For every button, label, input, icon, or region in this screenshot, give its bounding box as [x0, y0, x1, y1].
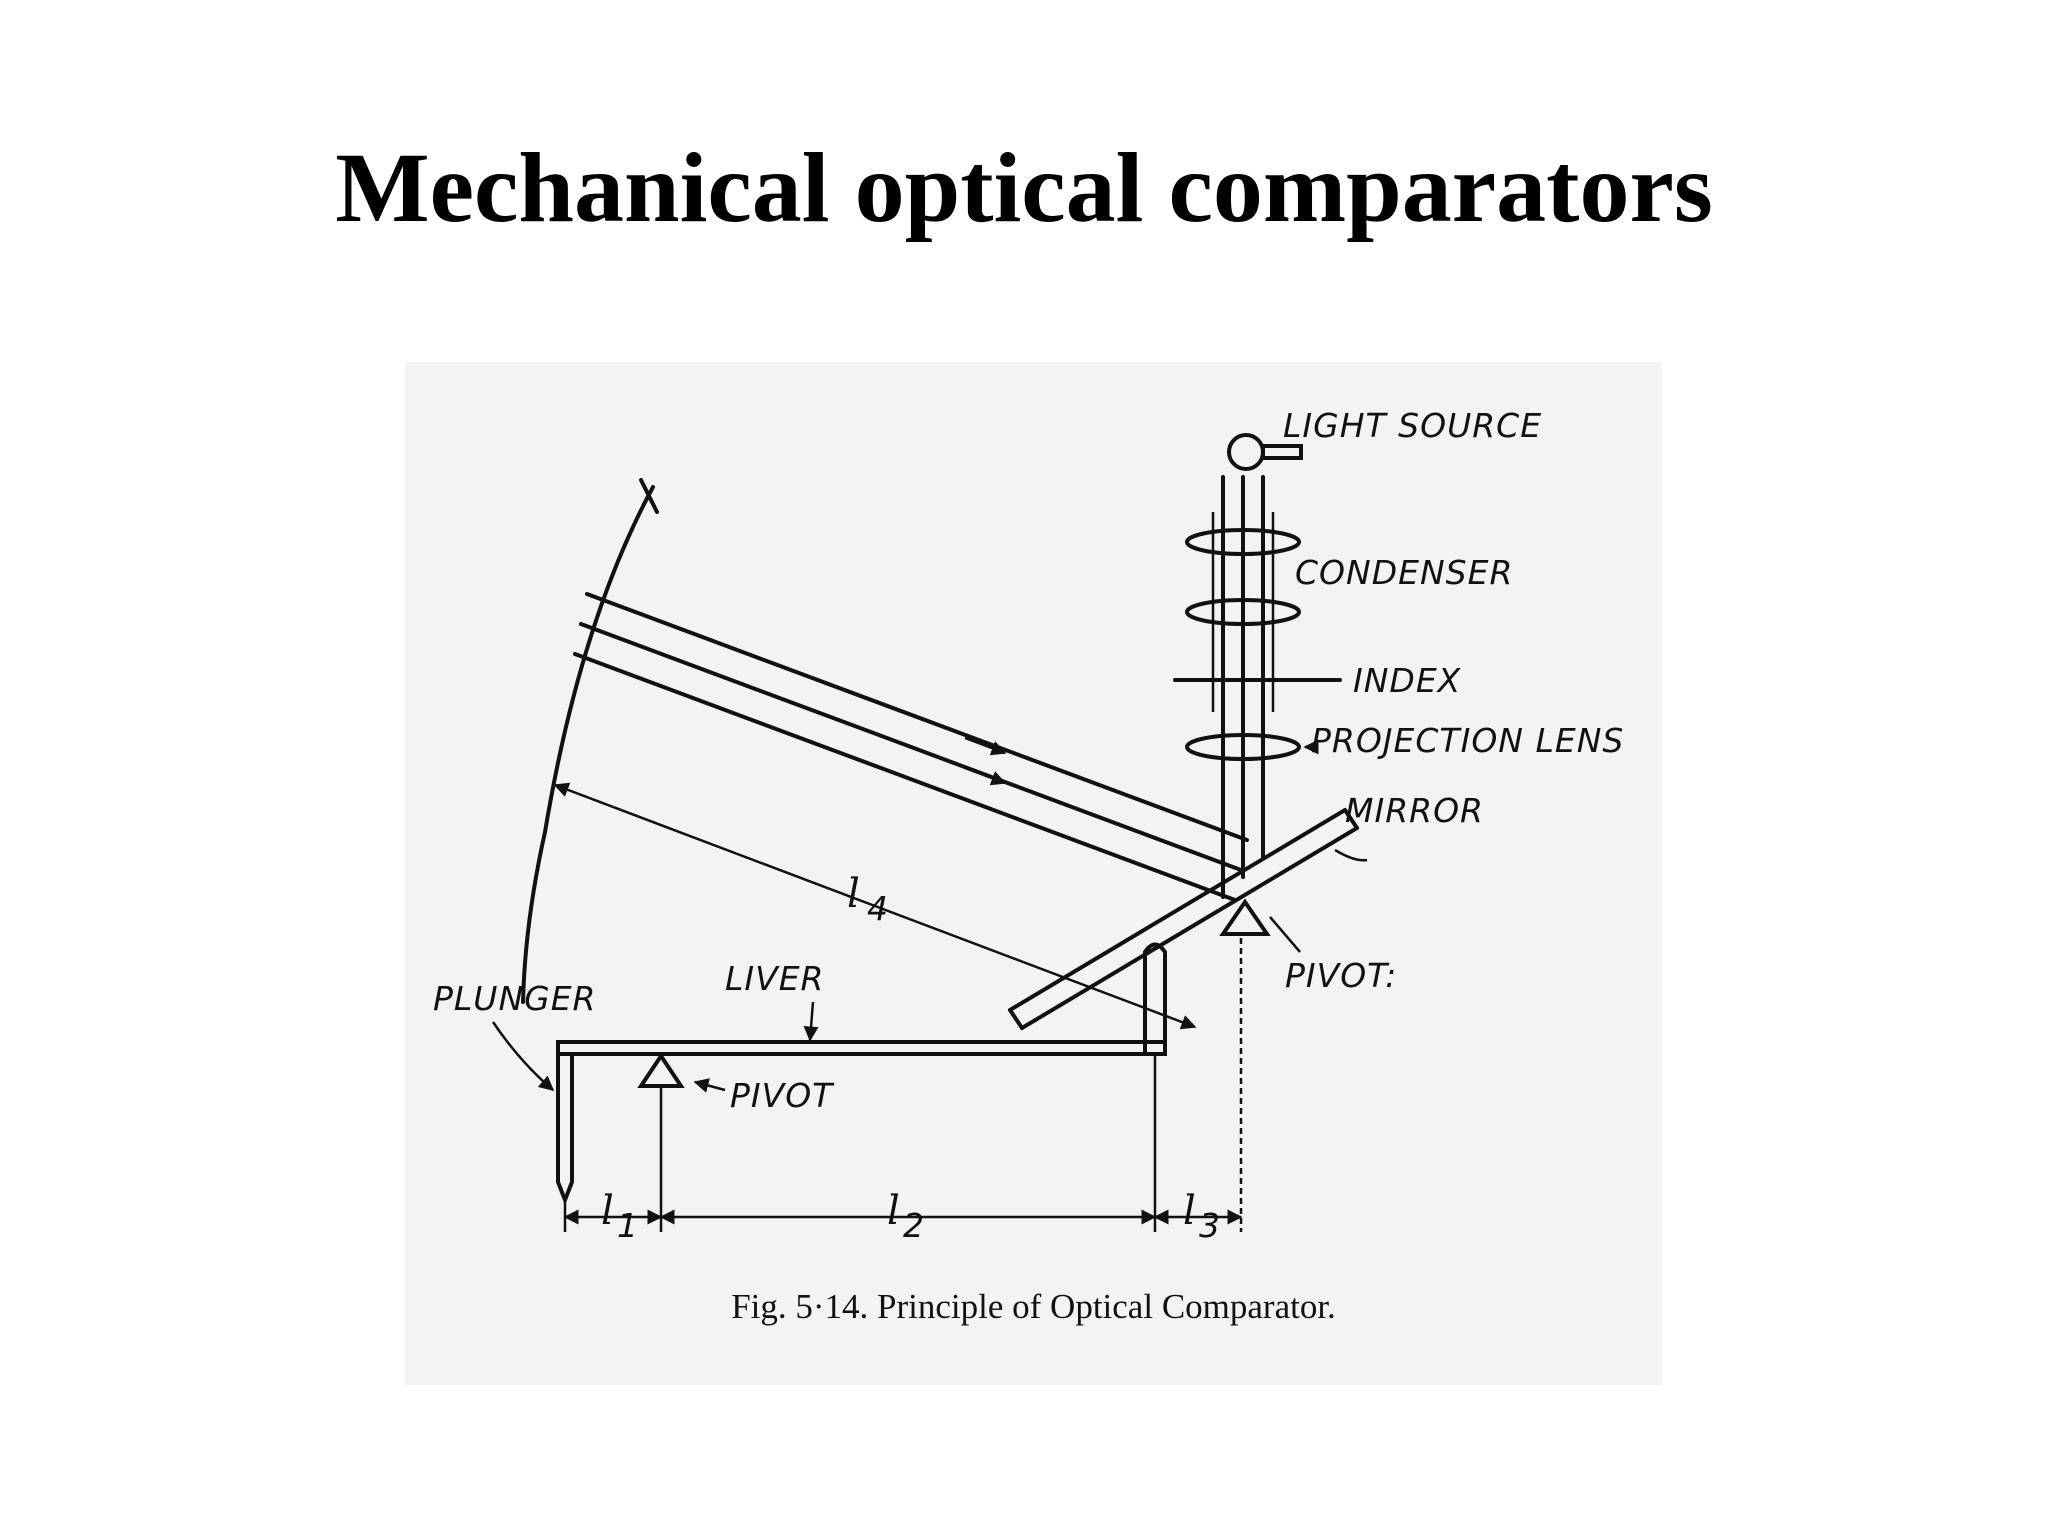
condenser-lens-bottom: [1185, 598, 1301, 626]
figure-caption: Fig. 5·14. Principle of Optical Comparat…: [731, 1287, 1336, 1326]
plunger-label: PLUNGER: [433, 979, 596, 1018]
optical-column: [1211, 475, 1275, 899]
figure-scan: l 4 LIGHT SOURCE CONDENSER INDEX PROJECT…: [405, 362, 1662, 1385]
page-title: Mechanical optical comparators: [335, 132, 1713, 243]
l3-label: l: [1183, 1188, 1196, 1234]
light-source-holder: [1261, 444, 1303, 460]
mirror-pivot-icon: [1219, 898, 1271, 936]
condenser-label: CONDENSER: [1295, 553, 1513, 592]
scale-arc: [521, 485, 655, 1004]
l4-subscript: 4: [867, 889, 889, 928]
l4-label: l: [847, 871, 860, 917]
index-label: INDEX: [1353, 661, 1462, 700]
optical-comparator-diagram: l 4 LIGHT SOURCE CONDENSER INDEX PROJECT…: [433, 406, 1624, 1245]
scale-arc-tick: [639, 478, 659, 514]
l2-subscript: 2: [903, 1206, 925, 1245]
light-source-label: LIGHT SOURCE: [1283, 406, 1542, 445]
reflected-beams: [573, 592, 1249, 902]
lever-pivot-icon: [637, 1052, 685, 1088]
mirror-pivot-label: PIVOT:: [1285, 956, 1397, 995]
mirror: [1008, 808, 1359, 1030]
projection-lens: [1185, 733, 1301, 761]
mirror-label: MIRROR: [1345, 791, 1484, 830]
light-source-lamp: [1227, 433, 1265, 471]
lever-arm: [556, 1040, 1167, 1056]
condenser-lens-top: [1185, 528, 1301, 556]
lever-post: [1143, 942, 1167, 1054]
l2-label: l: [887, 1188, 900, 1234]
lever-label: LIVER: [725, 959, 824, 998]
l1-subscript: 1: [617, 1206, 639, 1245]
l3-subscript: 3: [1199, 1206, 1221, 1245]
projection-lens-label: PROJECTION LENS: [1311, 721, 1624, 760]
plunger: [556, 1052, 574, 1206]
lever-pivot-label: PIVOT: [730, 1076, 835, 1115]
l1-label: l: [601, 1188, 614, 1234]
